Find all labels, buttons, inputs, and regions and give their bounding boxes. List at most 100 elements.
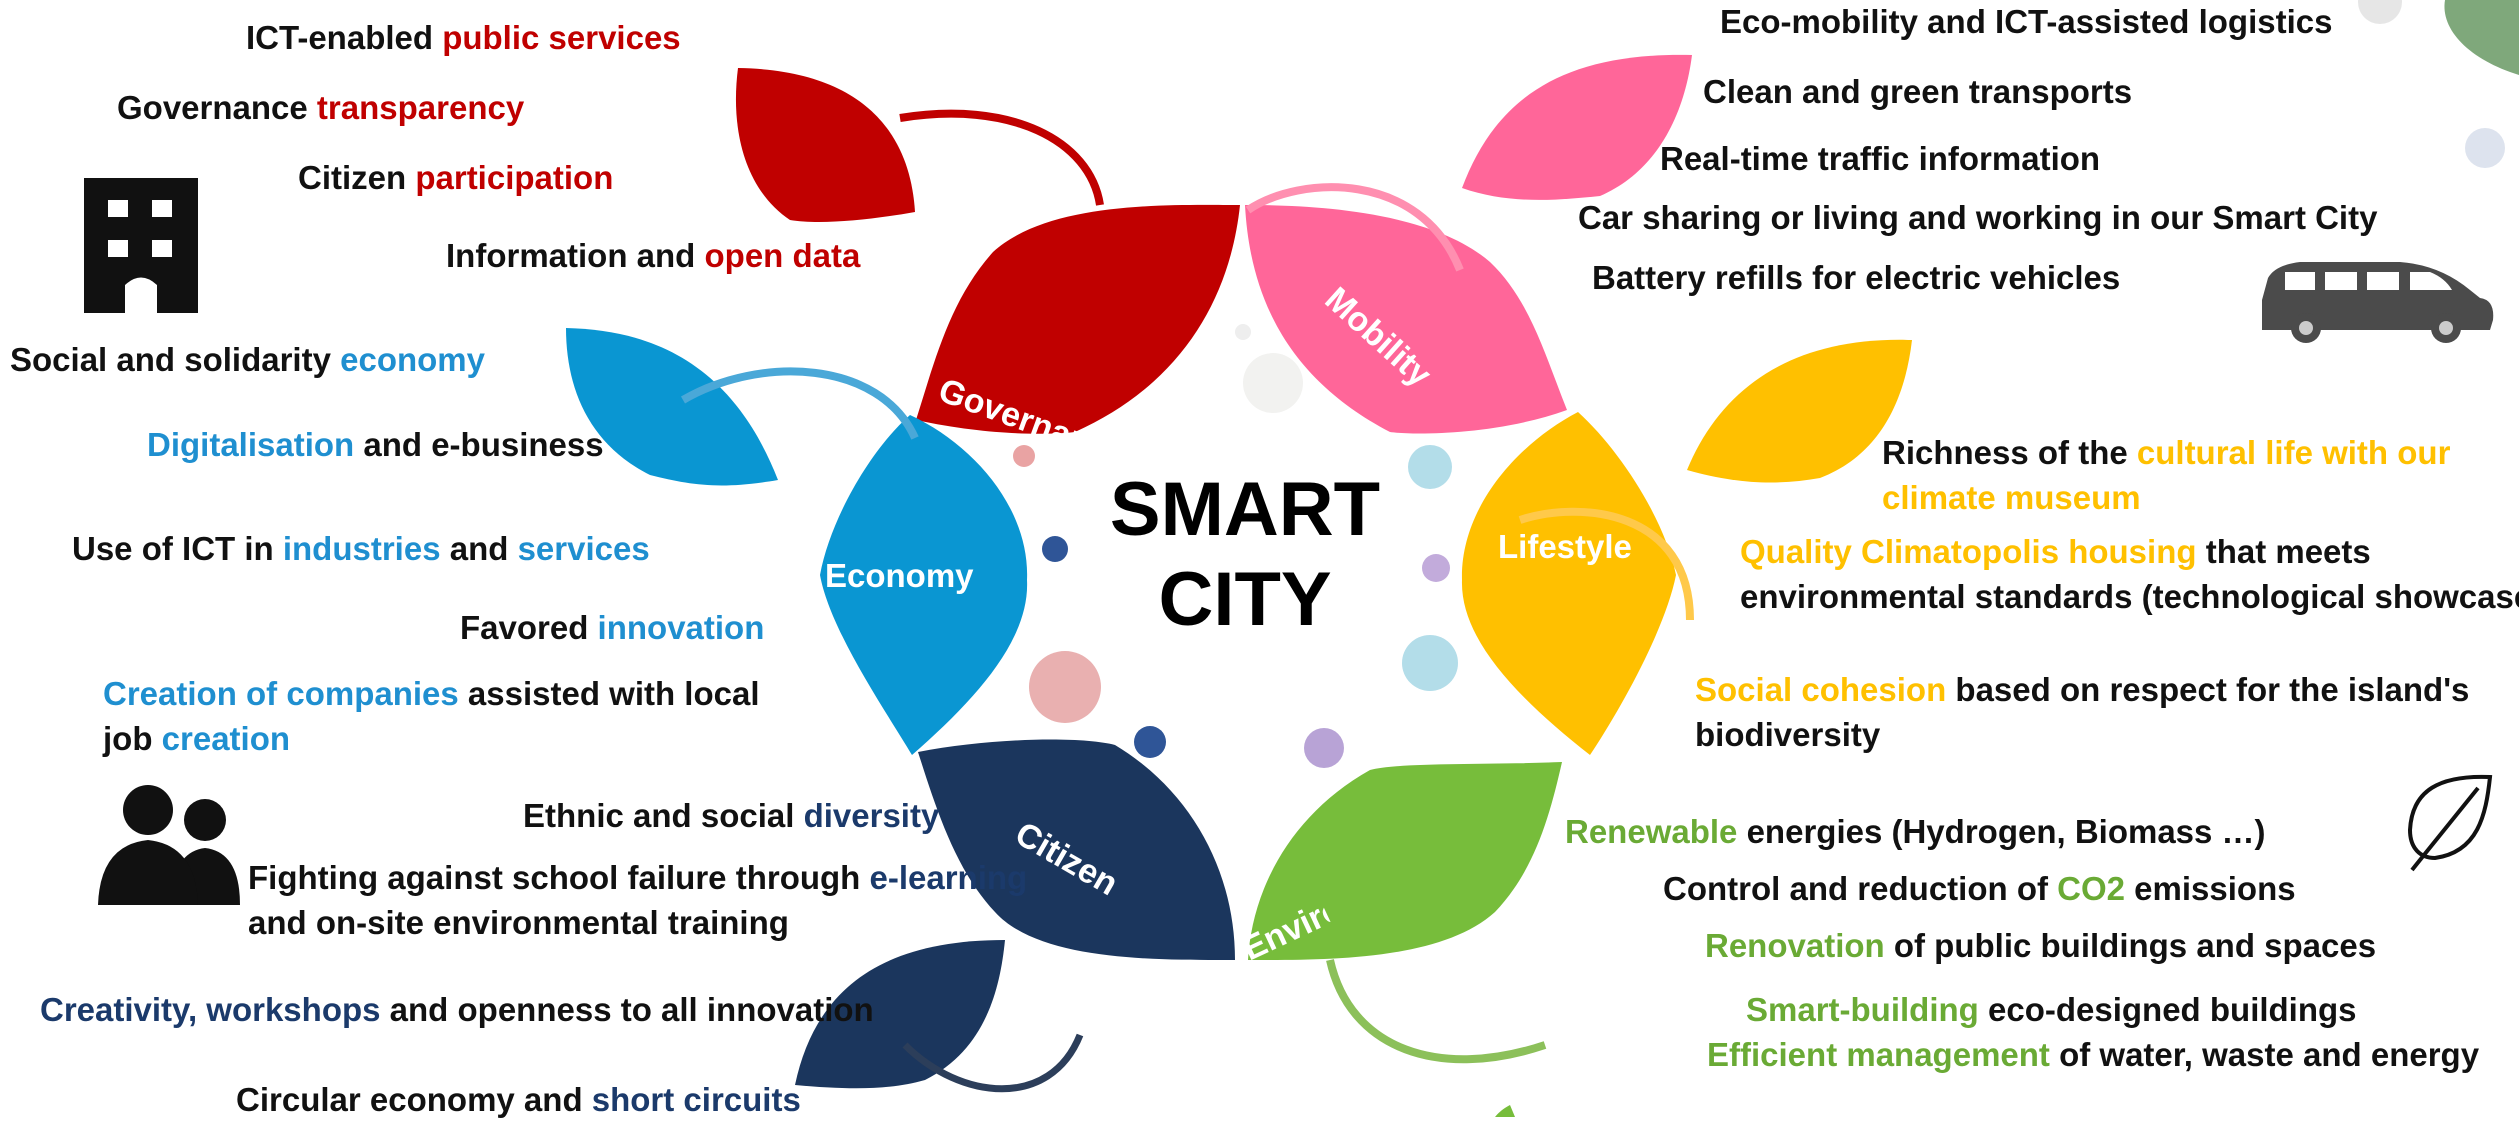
dot — [1235, 324, 1251, 340]
dot — [2465, 128, 2505, 168]
top-right-leaf-deco — [2444, 0, 2519, 75]
lifestyle-stem — [1518, 507, 1694, 621]
mobility-item: Real-time traffic information — [1660, 140, 2101, 177]
economy-item-accent: creation — [161, 719, 291, 757]
environment-item-accent: Renovation — [1705, 927, 1885, 964]
governance-item-text: Citizen — [298, 159, 416, 196]
environment-item-text: of water, waste and energy — [2049, 1036, 2480, 1073]
citizen-item: Fighting against school failure through … — [248, 856, 1027, 945]
governance-item: Citizen participation — [298, 156, 613, 201]
economy-item-accent: Creation of companies — [103, 675, 459, 712]
mobility-item: Car sharing or living and working in our… — [1578, 199, 2378, 236]
citizen-item-accent: Creativity, workshops — [40, 991, 381, 1028]
economy-leaf — [566, 328, 778, 486]
governance-item: Governance transparency — [117, 86, 524, 131]
governance-petal — [916, 204, 1240, 434]
title-line-1: SMART — [1109, 467, 1381, 552]
citizen-item-accent: short circuits — [591, 1081, 801, 1118]
economy-item: Creation of companies assisted with loca… — [103, 672, 760, 761]
economy-item-accent: economy — [340, 341, 485, 378]
environment-item-text: of public buildings and spaces — [1884, 927, 2377, 964]
lifestyle-item: Richness of the cultural life with our c… — [1882, 431, 2450, 520]
economy-item: Favored innovation — [460, 606, 764, 651]
mobility-stem — [1245, 183, 1464, 272]
governance-item-text: ICT-enabled — [246, 19, 443, 56]
dot — [1422, 554, 1450, 582]
segment-label-lifestyle: Lifestyle — [1498, 528, 1632, 565]
governance-leaf — [735, 68, 915, 223]
dot — [1408, 445, 1452, 489]
citizen-item-accent: diversity — [803, 797, 940, 834]
economy-item-accent: innovation — [597, 609, 765, 646]
mobility-item: Eco-mobility and ICT-assisted logistics — [1720, 3, 2333, 40]
dot — [2358, 0, 2402, 24]
economy-item-accent: services — [517, 530, 650, 567]
economy-item-text: Social and solidarity — [10, 341, 341, 378]
environment-item: Smart-building eco-designed buildings — [1746, 988, 2357, 1033]
lifestyle-item-accent: Social cohesion — [1695, 671, 1947, 708]
lifestyle-item-text: based on respect for the island's — [1946, 671, 2470, 708]
title-line-2: CITY — [1158, 556, 1332, 642]
dot — [1243, 353, 1303, 413]
environment-petal — [1248, 762, 1562, 961]
governance-stem — [899, 109, 1104, 206]
people-icon — [98, 785, 240, 905]
economy-item: Use of ICT in industries and services — [72, 527, 650, 572]
environment-item-text: Control and reduction of — [1663, 870, 2058, 907]
lifestyle-item-text: biodiversity — [1695, 715, 1881, 753]
governance-item: Information and open data — [446, 234, 860, 279]
lifestyle-item-accent: climate museum — [1882, 478, 2141, 516]
citizen-item: Creativity, workshops and openness to al… — [40, 988, 872, 1033]
building-icon — [84, 178, 198, 313]
environment-leaf-deco — [1495, 1105, 1515, 1117]
mobility-item: Clean and green transports — [1703, 73, 2133, 110]
economy-item: Social and solidarity economy — [10, 338, 485, 383]
economy-item-text: job — [103, 719, 162, 757]
citizen-item-text: Circular economy and — [236, 1081, 592, 1118]
economy-item-text: and e-business — [354, 426, 604, 463]
environment-item-text: eco-designed buildings — [1978, 991, 2357, 1028]
citizen-item: Ethnic and social diversity — [523, 794, 939, 839]
leaf-icon — [2407, 774, 2493, 872]
dot — [1304, 728, 1344, 768]
economy-item-text: assisted with local — [458, 675, 760, 712]
citizen-item-accent: e-learning — [869, 859, 1028, 896]
car-icon — [2262, 262, 2494, 343]
economy-item-text: and — [440, 530, 518, 567]
lifestyle-item-text: environmental standards (technological s… — [1740, 577, 2519, 615]
governance-item-accent: participation — [415, 159, 614, 196]
environment-item-accent: Efficient management — [1707, 1036, 2050, 1073]
mobility-item: Battery refills for electric vehicles — [1592, 259, 2121, 296]
mobility-leaf — [1462, 54, 1692, 200]
economy-stem — [680, 367, 919, 440]
lifestyle-item-accent: Quality Climatopolis housing — [1740, 533, 2197, 570]
citizen-leaf — [795, 940, 1005, 1089]
segment-label-economy: Economy — [825, 557, 974, 594]
citizen-item-text: and on-site environmental training — [248, 903, 789, 941]
economy-petal — [820, 415, 1028, 755]
environment-item-text: energies (Hydrogen, Biomass …) — [1737, 813, 2266, 850]
lifestyle-item: Quality Climatopolis housing that meets … — [1740, 530, 2519, 619]
economy-item-accent: Digitalisation — [147, 426, 355, 463]
environment-item: Renewable energies (Hydrogen, Biomass …) — [1565, 810, 2266, 855]
environment-item-accent: Smart-building — [1746, 991, 1979, 1028]
economy-item-accent: industries — [282, 530, 441, 567]
dot — [1402, 635, 1458, 691]
governance-item-text: Governance — [117, 89, 317, 126]
lifestyle-item-text: that meets — [2196, 533, 2371, 570]
environment-item-accent: Renewable — [1565, 813, 1738, 850]
economy-item-text: Use of ICT in — [72, 530, 283, 567]
citizen-item-text: Fighting against school failure through — [248, 859, 870, 896]
governance-item: ICT-enabled public services — [246, 16, 681, 61]
dot — [1013, 445, 1035, 467]
lifestyle-petal — [1461, 412, 1676, 755]
lifestyle-leaf — [1687, 339, 1912, 483]
governance-item-accent: public services — [442, 19, 681, 56]
environment-stem — [1326, 959, 1547, 1064]
environment-item-text: emissions — [2125, 870, 2296, 907]
economy-item: Digitalisation and e-business — [147, 423, 604, 468]
mobility-petal — [1245, 205, 1567, 434]
citizen-petal — [918, 739, 1235, 961]
dot — [1042, 536, 1068, 562]
